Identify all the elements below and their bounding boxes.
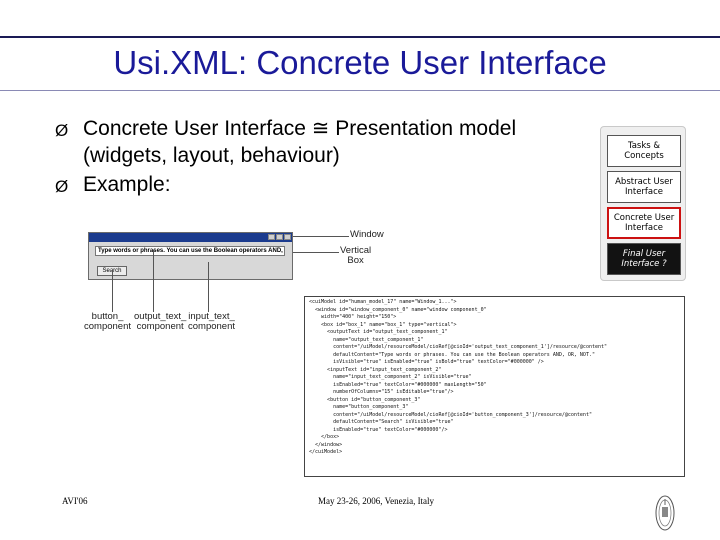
xml-code-listing: <cuiModel id="human_model_17" name="Wind… — [304, 296, 685, 477]
code-line: name="button_component_3" — [309, 404, 409, 410]
code-line: <box id="box_1" name="box_1" type="verti… — [309, 321, 457, 328]
bullet-arrow-icon: Ø — [55, 177, 69, 196]
close-icon — [284, 234, 291, 240]
footer-conference: AVI'06 — [62, 496, 88, 506]
slide-title: Usi.XML: Concrete User Interface — [113, 44, 607, 81]
title-rule-top — [0, 36, 720, 38]
window-leader-line — [293, 236, 349, 237]
button-leader-line — [112, 270, 113, 312]
code-line: defaultContent="Search" isVisible="true" — [309, 419, 454, 425]
code-line: <button id="button_component_3" — [309, 396, 421, 403]
stack-box-concrete: Concrete User Interface — [607, 207, 681, 239]
bullet-list: Ø Concrete User Interface ≅ Presentation… — [55, 115, 555, 202]
window-callout: Window — [350, 229, 384, 240]
code-line: name="input_text_component_2" isVisible=… — [309, 374, 472, 380]
code-line: <window id="window_component_0" name="wi… — [309, 306, 487, 313]
bullet-item: Ø Example: — [55, 171, 555, 200]
window-title-bar — [89, 233, 292, 242]
title-rule-bottom — [0, 90, 720, 91]
bullet-item: Ø Concrete User Interface ≅ Presentation… — [55, 115, 555, 169]
button-callout: button_ component — [84, 311, 132, 332]
code-line: width="400" height="150"> — [309, 314, 397, 320]
stack-box-tasks: Tasks & Concepts — [607, 135, 681, 167]
input-text-callout: input_text_ component — [188, 311, 236, 332]
code-line: </cuiModel> — [309, 449, 343, 455]
code-line: <inputText id="input_text_component_2" — [309, 366, 442, 373]
output-leader-line — [153, 250, 154, 312]
code-line: </window> — [309, 441, 343, 448]
code-line: name="output_text_component_1" — [309, 336, 424, 343]
input-leader-line — [208, 262, 209, 312]
code-line: isEnabled="true" textColor="#000000" max… — [309, 381, 487, 388]
output-text-callout: output_text_ component — [134, 311, 187, 332]
code-line: isEnabled="true" textColor="#000000"/> — [309, 426, 448, 433]
university-seal-icon — [655, 495, 675, 531]
footer-date-place: May 23-26, 2006, Venezia, Italy — [318, 496, 435, 506]
model-stack-diagram: Tasks & Concepts Abstract User Interface… — [600, 126, 686, 281]
bullet-arrow-icon: Ø — [55, 121, 69, 140]
code-line: defaultContent="Type words or phrases. Y… — [309, 351, 595, 358]
code-line: <cuiModel id="human_model_17" name="Wind… — [309, 299, 457, 305]
code-line: numberOfColumns="15" isEditable="true"/> — [309, 389, 454, 395]
code-line: <outputText id="output_text_component_1" — [309, 329, 448, 335]
bullet-text: Concrete User Interface ≅ Presentation m… — [83, 117, 517, 167]
stack-box-abstract: Abstract User Interface — [607, 171, 681, 203]
example-window: Type words or phrases. You can use the B… — [88, 232, 293, 280]
box-leader-line — [293, 252, 339, 253]
code-line: </box> — [309, 434, 340, 440]
code-line: content="/uiModel/resourceModel/cioRef[@… — [309, 411, 592, 418]
output-text-field: Type words or phrases. You can use the B… — [95, 246, 285, 256]
bullet-text: Example: — [83, 173, 171, 196]
vertical-box-callout: Vertical Box — [340, 245, 372, 266]
code-line: isVisible="true" isEnabled="true" isBold… — [309, 359, 544, 365]
maximize-icon — [276, 234, 283, 240]
code-line: content="/uiModel/resourceModel/cioRef[@… — [309, 344, 608, 350]
stack-box-final: Final User Interface ? — [607, 243, 681, 275]
minimize-icon — [268, 234, 275, 240]
